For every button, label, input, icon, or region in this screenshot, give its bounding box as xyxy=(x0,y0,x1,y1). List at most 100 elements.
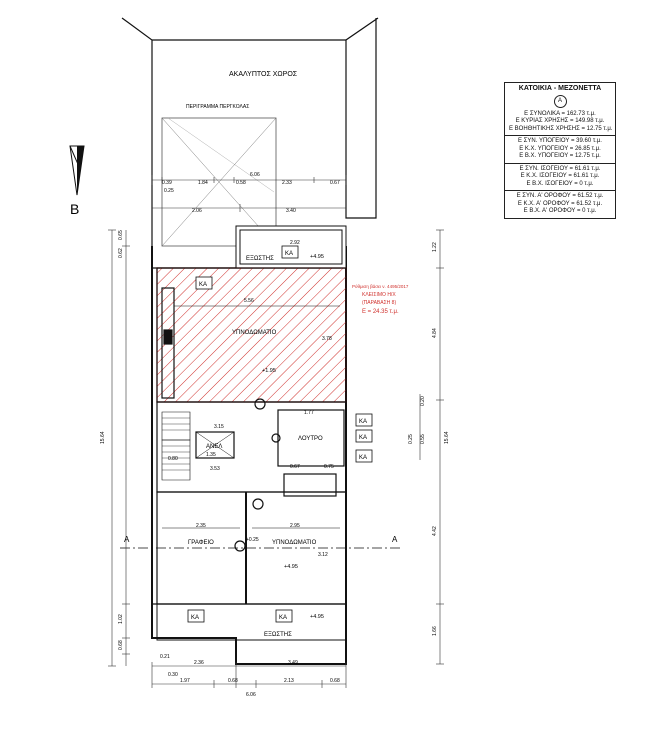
terrace-bottom xyxy=(156,603,347,641)
unit-tag: ΚΑ xyxy=(281,245,299,259)
top-dimensions xyxy=(151,175,347,212)
svg-text:0.30: 0.30 xyxy=(168,672,178,678)
svg-text:0.20: 0.20 xyxy=(420,396,426,406)
svg-text:2.36: 2.36 xyxy=(194,660,204,666)
svg-text:ΚΑ: ΚΑ xyxy=(359,419,367,425)
svg-text:2.35: 2.35 xyxy=(196,523,206,529)
unit-tag: ΚΑ xyxy=(355,429,373,443)
level-stair: +0.25 xyxy=(246,537,259,543)
svg-text:0.68: 0.68 xyxy=(330,678,340,684)
svg-text:2.95: 2.95 xyxy=(290,523,300,529)
svg-text:3.78: 3.78 xyxy=(322,336,332,342)
svg-text:1.22: 1.22 xyxy=(432,242,438,252)
svg-text:ΚΑ: ΚΑ xyxy=(199,282,207,288)
legend-row: Ε ΣΥΝ. Α' ΟΡΟΦΟΥ = 61.52 τ.μ. xyxy=(516,193,604,199)
section-left: A xyxy=(124,535,130,544)
violation-line3: (ΠΑΡΑΒΑΣΗ 8) xyxy=(362,300,396,306)
legend-row: Ε ΣΥΝΟΛΙΚΑ = 162.73 τ.μ. xyxy=(524,110,596,117)
svg-text:6.06: 6.06 xyxy=(246,692,256,698)
yard-outline xyxy=(121,17,379,246)
svg-text:0.67: 0.67 xyxy=(330,180,340,186)
dimension-labels: 6.06 0.39 1.84 0.58 2.33 0.67 0.25 2.06 … xyxy=(100,172,450,698)
bathroom-label: ΛΟΥΤΡΟ xyxy=(298,436,323,442)
svg-text:2.33: 2.33 xyxy=(282,180,292,186)
svg-text:15.64: 15.64 xyxy=(444,431,450,444)
svg-text:0.62: 0.62 xyxy=(118,248,124,258)
svg-text:1.66: 1.66 xyxy=(432,626,438,636)
svg-text:ΚΑ: ΚΑ xyxy=(279,615,287,621)
unit-tag: ΚΑ xyxy=(355,449,373,463)
svg-text:0.39: 0.39 xyxy=(162,180,172,186)
legend-title: ΚΑΤΟΙΚΙΑ - ΜΕΖΟΝΕΤΤΑ xyxy=(518,85,602,92)
svg-text:2.06: 2.06 xyxy=(192,208,202,214)
svg-text:0.25: 0.25 xyxy=(164,188,174,194)
svg-text:3.15: 3.15 xyxy=(214,424,224,430)
svg-text:1.77: 1.77 xyxy=(304,410,314,416)
legend-row: Ε Κ.Χ. ΥΠΟΓΕΙΟΥ = 26.85 τ.μ. xyxy=(519,145,601,152)
unit-tag: ΚΑ xyxy=(275,609,293,623)
svg-text:0.75: 0.75 xyxy=(324,464,334,470)
pergola-label: ΠΕΡΙΓΡΑΜΜΑ ΠΕΡΓΚΟΛΑΣ xyxy=(186,104,249,110)
svg-text:ΚΑ: ΚΑ xyxy=(359,455,367,461)
legend-row: Ε ΣΥΝ. ΥΠΟΓΕΙΟΥ = 39.60 τ.μ. xyxy=(518,138,602,144)
north-arrow-icon xyxy=(69,145,85,196)
svg-text:0.55: 0.55 xyxy=(420,434,426,444)
svg-text:5.56: 5.56 xyxy=(244,298,254,304)
right-dimensions xyxy=(419,229,444,665)
svg-text:0.80: 0.80 xyxy=(168,456,178,462)
svg-text:3.40: 3.40 xyxy=(286,208,296,214)
svg-text:1.02: 1.02 xyxy=(118,614,124,624)
bottom-dimensions xyxy=(151,662,347,688)
svg-text:0.25: 0.25 xyxy=(408,434,414,444)
legend-row: Ε ΣΥΝ. ΙΣΟΓΕΙΟΥ = 61.61 τ.μ. xyxy=(519,165,601,172)
svg-text:0.58: 0.58 xyxy=(236,180,246,186)
lift-label: ΑΝΕΛ xyxy=(206,444,222,450)
middle-walls xyxy=(156,398,347,510)
terrace-top-label: ΕΞΩΣΤΗΣ xyxy=(246,256,274,262)
svg-text:ΚΑ: ΚΑ xyxy=(191,615,199,621)
section-right: A xyxy=(392,535,398,544)
left-dimensions xyxy=(108,229,130,667)
legend-row: Ε Β.Χ. ΙΣΟΓΕΙΟΥ = 0 τ.μ. xyxy=(526,180,594,187)
area-legend: ΚΑΤΟΙΚΙΑ - ΜΕΖΟΝΕΤΤΑ Α Ε ΣΥΝΟΛΙΚΑ = 162.… xyxy=(504,82,616,219)
level-lower-bedroom: +4.95 xyxy=(284,564,298,570)
svg-text:0.65: 0.65 xyxy=(118,230,124,240)
svg-text:4.84: 4.84 xyxy=(432,328,438,338)
svg-text:0.68: 0.68 xyxy=(118,640,124,650)
legend-row: Ε Β.Χ. ΥΠΟΓΕΙΟΥ = 12.75 τ.μ. xyxy=(519,153,601,159)
terrace-bottom-label: ΕΞΩΣΤΗΣ xyxy=(264,632,292,638)
legend-badge: Α xyxy=(553,94,567,108)
legend-row: Ε Κ.Χ. ΙΣΟΓΕΙΟΥ = 61.61 τ.μ. xyxy=(520,173,600,179)
unit-tag: ΚΑ xyxy=(195,276,213,290)
unit-tag: ΚΑ xyxy=(355,413,373,427)
violation-line1: Ρύθμιση βάσει ν. 4495/2017 xyxy=(352,283,409,289)
svg-text:2.92: 2.92 xyxy=(290,240,300,246)
unit-tag: ΚΑ xyxy=(187,609,205,623)
svg-text:15.64: 15.64 xyxy=(100,431,106,444)
svg-text:0.68: 0.68 xyxy=(228,678,238,684)
orientation-letter: B xyxy=(70,201,79,217)
legend-row: Ε ΒΟΗΘΗΤΙΚΗΣ ΧΡΗΣΗΣ = 12.75 τ.μ. xyxy=(509,125,613,132)
legend-row: Ε Κ.Χ. Α' ΟΡΟΦΟΥ = 61.52 τ.μ. xyxy=(517,200,603,207)
svg-text:3.49: 3.49 xyxy=(288,660,298,666)
bedroom-upper-label: ΥΠΝΟΔΩΜΑΤΙΟ xyxy=(232,330,277,336)
legend-row: Ε Β.Χ. Α' ΟΡΟΦΟΥ = 0 τ.μ. xyxy=(523,208,597,214)
svg-text:3.12: 3.12 xyxy=(318,552,328,558)
legend-row: Ε ΚΥΡΙΑΣ ΧΡΗΣΗΣ = 149.98 τ.μ. xyxy=(515,118,605,124)
svg-text:4.42: 4.42 xyxy=(432,526,438,536)
svg-text:6.06: 6.06 xyxy=(250,172,260,178)
svg-text:0.67: 0.67 xyxy=(290,464,300,470)
yard-label: ΑΚΑΛΥΠΤΟΣ ΧΩΡΟΣ xyxy=(229,71,298,78)
violation-line2: ΚΛΕΙΣΙΜΟ Η/Χ xyxy=(362,292,396,298)
svg-text:3.53: 3.53 xyxy=(210,466,220,472)
level-upper-terrace: +4.95 xyxy=(310,254,324,260)
svg-text:0.21: 0.21 xyxy=(160,654,170,660)
level-lower-terrace: +4.95 xyxy=(310,614,324,620)
svg-text:ΚΑ: ΚΑ xyxy=(285,251,293,257)
svg-text:1.97: 1.97 xyxy=(180,678,190,684)
svg-text:1.84: 1.84 xyxy=(198,180,208,186)
svg-text:1.35: 1.35 xyxy=(206,452,216,458)
bedroom-lower-label: ΥΠΝΟΔΩΜΑΤΙΟ xyxy=(272,540,317,546)
svg-text:2.13: 2.13 xyxy=(284,678,294,684)
